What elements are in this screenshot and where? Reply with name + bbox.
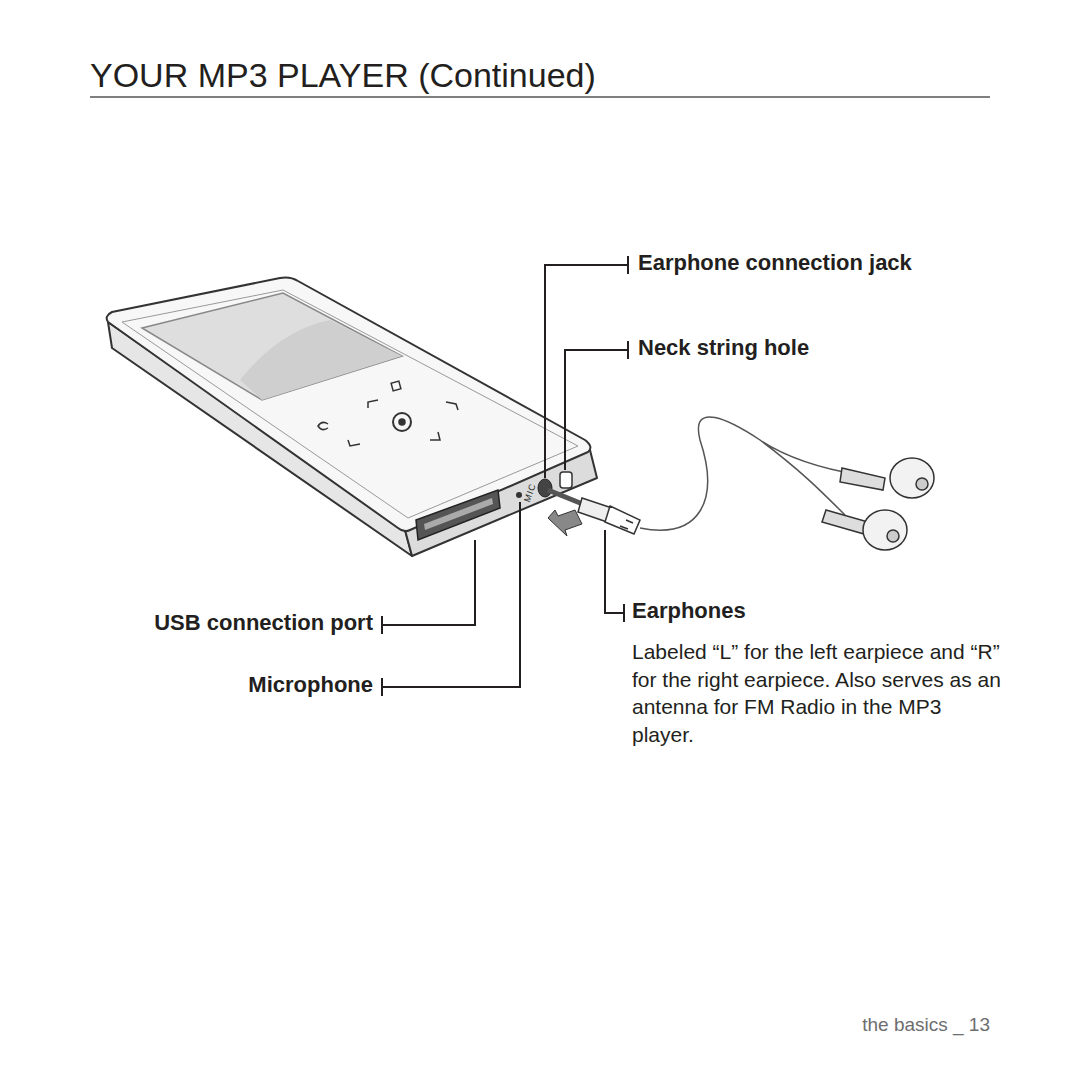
earphone-jack bbox=[538, 479, 552, 497]
part-name: Neck string hole bbox=[638, 335, 809, 361]
player-body bbox=[107, 277, 597, 556]
earbuds bbox=[822, 458, 934, 550]
part-name: Microphone bbox=[248, 672, 373, 698]
part-name: USB connection port bbox=[154, 610, 373, 636]
part-name: Earphone connection jack bbox=[638, 250, 912, 276]
touch-buttons bbox=[318, 381, 458, 446]
insert-arrow bbox=[548, 510, 582, 536]
part-description: Labeled “L” for the left earpiece and “R… bbox=[632, 638, 1002, 749]
screen bbox=[142, 293, 402, 400]
microphone-hole bbox=[516, 492, 522, 498]
leader-lines bbox=[382, 256, 628, 696]
page-title: YOUR MP3 PLAYER (Continued) bbox=[90, 56, 596, 95]
page-footer: the basics _ 13 bbox=[862, 1014, 990, 1037]
title-rule bbox=[90, 96, 990, 98]
neck-string-hole bbox=[560, 472, 572, 488]
part-name: Earphones bbox=[632, 598, 746, 624]
usb-port bbox=[416, 490, 500, 540]
